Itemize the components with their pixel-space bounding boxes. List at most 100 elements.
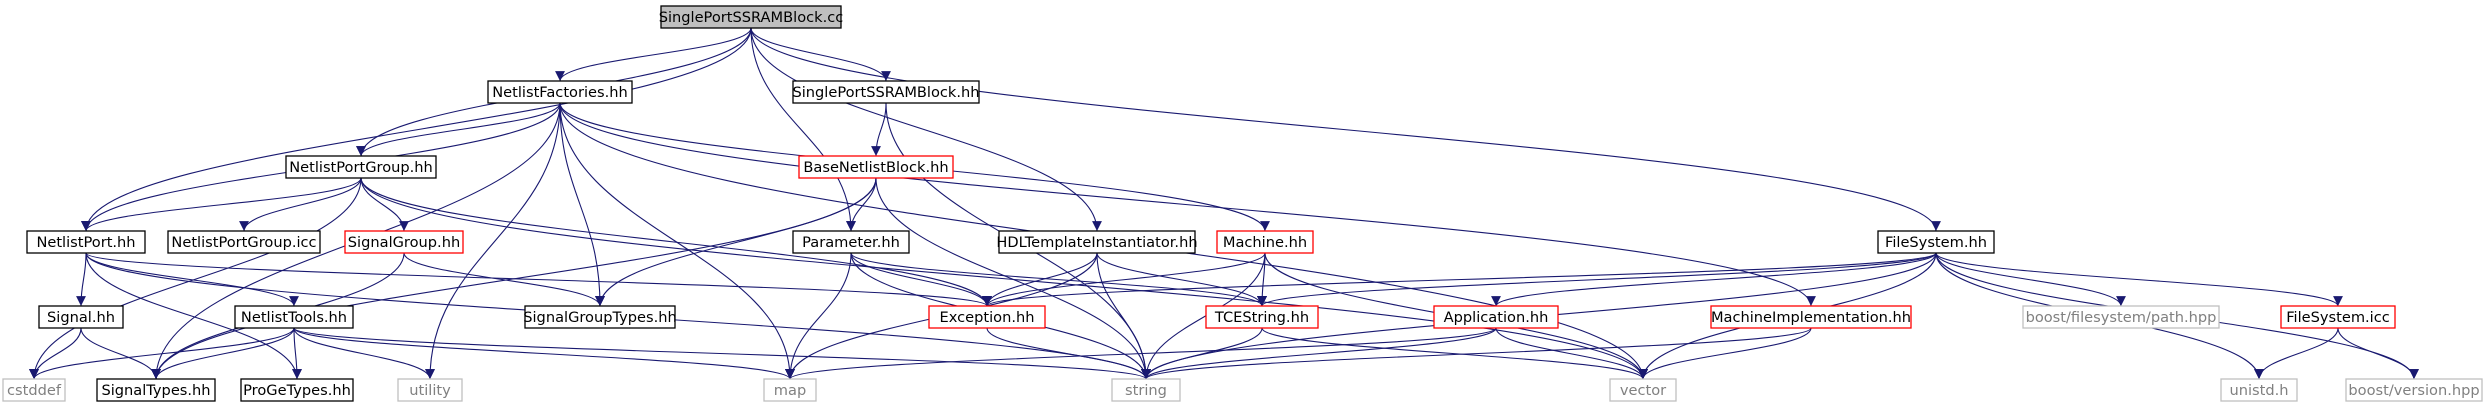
node-box-exc: [928, 305, 1046, 329]
node-npg[interactable]: NetlistPortGroup.hh: [285, 155, 437, 179]
node-label-cstddef: cstddef: [7, 382, 62, 399]
node-fs[interactable]: FileSystem.hh: [1877, 230, 1995, 254]
node-label-npgicc: NetlistPortGroup.icc: [171, 234, 316, 251]
edge-npg-to-cstddef: [29, 177, 362, 380]
node-label-exc: Exception.hh: [940, 309, 1035, 326]
node-param[interactable]: Parameter.hh: [792, 230, 910, 254]
node-label-unistd: unistd.h: [2229, 382, 2288, 399]
node-bfs: boost/filesystem/path.hpp: [2022, 305, 2220, 329]
edge-nf-to-npg: [356, 102, 561, 157]
edge-root-to-nf: [555, 27, 752, 82]
edge-npg-to-exc: [360, 177, 992, 307]
node-nf[interactable]: NetlistFactories.hh: [487, 80, 633, 104]
node-bnb[interactable]: BaseNetlistBlock.hh: [798, 155, 954, 179]
node-st[interactable]: SignalTypes.hh: [96, 378, 216, 402]
node-tce[interactable]: TCEString.hh: [1205, 305, 1319, 329]
node-box-npgicc: [167, 230, 321, 254]
node-box-string: [1111, 378, 1181, 402]
edge-mimpl-to-string: [1141, 327, 1812, 380]
node-box-bnb: [798, 155, 954, 179]
node-box-sig: [38, 305, 124, 329]
node-label-sig: Signal.hh: [47, 309, 115, 326]
node-sg[interactable]: SignalGroup.hh: [344, 230, 464, 254]
node-pgt[interactable]: ProGeTypes.hh: [240, 378, 354, 402]
node-label-nf: NetlistFactories.hh: [492, 84, 628, 101]
edge-app-to-map: [785, 327, 1497, 380]
edge-np-to-pgt: [85, 252, 302, 380]
node-label-param: Parameter.hh: [802, 234, 900, 251]
edge-npg-to-vector: [360, 177, 1648, 380]
edge-fs-to-bfs: [1935, 252, 2126, 307]
edge-root-to-param: [750, 27, 856, 232]
node-box-tce: [1205, 305, 1319, 329]
node-npgicc[interactable]: NetlistPortGroup.icc: [167, 230, 321, 254]
edge-np-to-nt: [85, 252, 299, 307]
node-cstddef: cstddef: [2, 378, 66, 402]
edge-np-to-sig: [76, 252, 87, 307]
node-mach[interactable]: Machine.hh: [1216, 230, 1314, 254]
node-sgt[interactable]: SignalGroupTypes.hh: [523, 305, 677, 329]
edge-npg-to-np: [81, 177, 362, 232]
node-label-sgt: SignalGroupTypes.hh: [523, 309, 677, 326]
node-label-mimpl: MachineImplementation.hh: [1711, 309, 1911, 326]
edge-param-to-map: [785, 252, 852, 380]
node-exc[interactable]: Exception.hh: [928, 305, 1046, 329]
edge-param-to-tce: [850, 252, 1267, 307]
node-label-pgt: ProGeTypes.hh: [243, 382, 351, 399]
node-hdl[interactable]: HDLTemplateInstantiator.hh: [996, 230, 1198, 254]
node-box-unistd: [2220, 378, 2298, 402]
node-label-root: SinglePortSSRAMBlock.cc: [659, 9, 844, 26]
node-box-fsicc: [2280, 305, 2396, 329]
node-box-npg: [285, 155, 437, 179]
edge-sg-to-sgt: [403, 252, 605, 307]
edge-hdl-to-string: [1096, 252, 1151, 380]
edge-hdl-to-exc: [982, 252, 1098, 307]
node-box-param: [792, 230, 910, 254]
edge-fs-to-app: [1491, 252, 1937, 307]
edge-nf-to-sgt: [559, 102, 605, 307]
node-label-bver: boost/version.hpp: [2348, 382, 2479, 399]
node-map: map: [763, 378, 817, 402]
edge-hdl-to-tce: [1096, 252, 1267, 307]
node-nt[interactable]: NetlistTools.hh: [234, 305, 354, 329]
node-spsh[interactable]: SinglePortSSRAMBlock.hh: [792, 80, 980, 104]
node-box-bfs: [2022, 305, 2220, 329]
node-sig[interactable]: Signal.hh: [38, 305, 124, 329]
node-util: utility: [397, 378, 463, 402]
node-box-mimpl: [1710, 305, 1912, 329]
edge-root-to-fs: [750, 27, 1941, 232]
node-box-st: [96, 378, 216, 402]
node-label-npg: NetlistPortGroup.hh: [289, 159, 433, 176]
edge-fs-to-fsicc: [1935, 252, 2343, 307]
edge-mach-to-exc: [982, 252, 1266, 307]
node-root[interactable]: SinglePortSSRAMBlock.cc: [659, 5, 844, 29]
node-label-bfs: boost/filesystem/path.hpp: [2026, 309, 2217, 326]
edge-nt-to-string: [293, 327, 1151, 380]
edge-tce-to-string: [1141, 327, 1263, 380]
node-label-st: SignalTypes.hh: [101, 382, 210, 399]
node-box-root: [660, 5, 842, 29]
edge-sig-to-st: [80, 327, 161, 380]
edge-fs-to-exc: [982, 252, 1937, 307]
edge-app-to-string: [1141, 327, 1497, 380]
node-bver: boost/version.hpp: [2345, 378, 2483, 402]
node-box-bver: [2345, 378, 2483, 402]
edge-nf-to-map: [559, 102, 795, 380]
node-label-app: Application.hh: [1444, 309, 1549, 326]
edge-npg-to-npgicc: [239, 177, 362, 232]
edge-nt-to-st: [151, 327, 295, 380]
edge-npg-to-sg: [360, 177, 409, 232]
node-label-util: utility: [409, 382, 451, 399]
node-fsicc[interactable]: FileSystem.icc: [2280, 305, 2396, 329]
edge-nt-to-map: [293, 327, 795, 380]
node-np[interactable]: NetlistPort.hh: [26, 230, 146, 254]
node-label-vector: vector: [1620, 382, 1666, 399]
dependency-edges: [29, 27, 2419, 380]
edge-fsicc-to-bver: [2337, 327, 2419, 380]
node-app[interactable]: Application.hh: [1433, 305, 1559, 329]
node-label-spsh: SinglePortSSRAMBlock.hh: [792, 84, 979, 101]
edge-nt-to-cstddef: [29, 327, 295, 380]
node-mimpl[interactable]: MachineImplementation.hh: [1710, 305, 1912, 329]
node-label-string: string: [1125, 382, 1167, 399]
node-box-pgt: [240, 378, 354, 402]
